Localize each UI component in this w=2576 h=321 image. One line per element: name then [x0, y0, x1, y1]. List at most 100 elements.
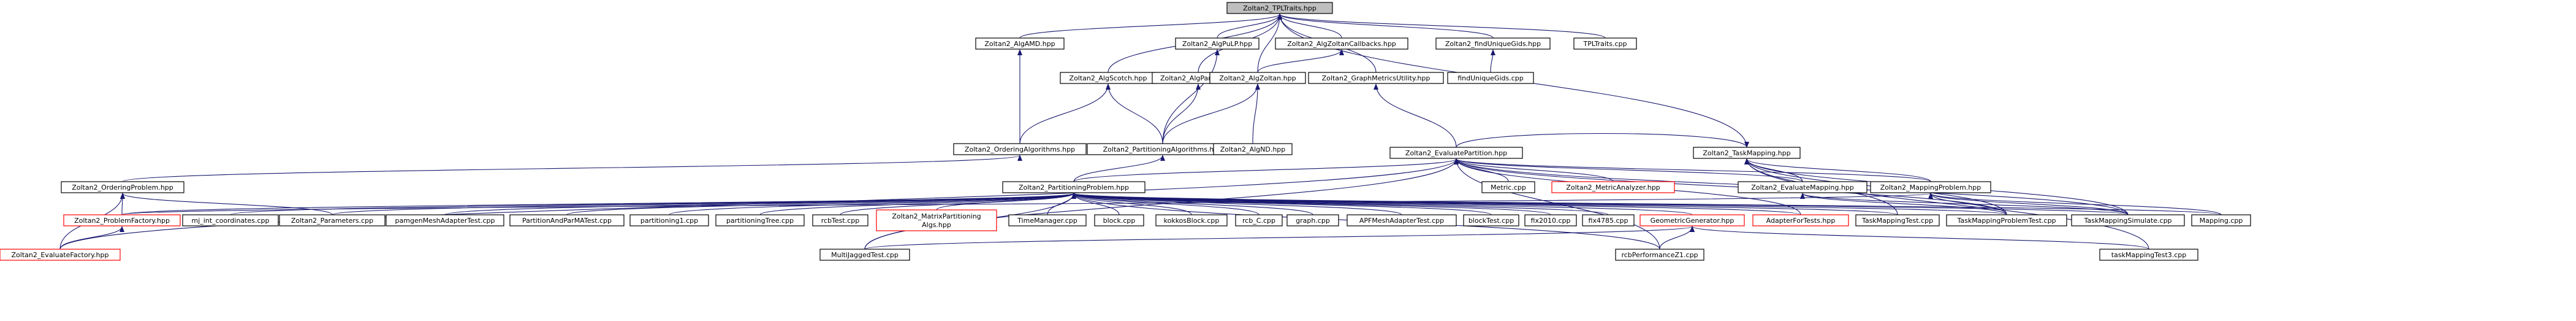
node-orderprob[interactable]: Zoltan2_OrderingProblem.hpp [61, 181, 184, 193]
node-algzoltancb[interactable]: Zoltan2_AlgZoltanCallbacks.hpp [1275, 37, 1408, 50]
node-partitioningtree[interactable]: partitioningTree.cpp [715, 214, 805, 226]
node-taskmappingprobtest[interactable]: TaskMappingProblemTest.cpp [1946, 214, 2067, 226]
node-probfactory[interactable]: Zoltan2_ProblemFactory.hpp [63, 214, 181, 226]
edge-taskmappingprobtest-to-mappingprob [1928, 193, 2007, 215]
node-label: Zoltan2_ProblemFactory.hpp [74, 217, 170, 225]
node-box [1175, 37, 1260, 50]
node-box [819, 249, 910, 261]
node-box [1094, 214, 1144, 226]
node-label: TaskMappingSimulate.cpp [2083, 217, 2171, 225]
node-root: Zoltan2_TPLTraits.hpp [1226, 2, 1333, 14]
node-partalgs[interactable]: Zoltan2_PartitioningAlgorithms.hpp [1087, 143, 1239, 155]
node-rcbc[interactable]: rcb_C.cpp [1235, 214, 1283, 226]
node-kokkosblock[interactable]: kokkosBlock.cpp [1155, 214, 1228, 226]
edge-mappingcpp-to-mappingprob [1928, 193, 2222, 215]
node-label: partitioningTree.cpp [726, 217, 794, 225]
node-algzoltan[interactable]: Zoltan2_AlgZoltan.hpp [1209, 72, 1306, 84]
node-evalmapping[interactable]: Zoltan2_EvaluateMapping.hpp [1738, 181, 1867, 193]
node-box [279, 214, 386, 226]
node-graph[interactable]: graph.cpp [1286, 214, 1339, 226]
node-label: Zoltan2_AlgND.hpp [1220, 145, 1286, 153]
node-label: PartitionAndParMATest.cpp [522, 217, 612, 225]
node-parameters[interactable]: Zoltan2_Parameters.cpp [279, 214, 386, 226]
node-box [812, 214, 868, 226]
node-box [1275, 37, 1408, 50]
node-fix2010[interactable]: fix2010.cpp [1524, 214, 1577, 226]
node-box [1693, 147, 1801, 159]
node-metriccpp[interactable]: Metric.cpp [1481, 181, 1535, 193]
node-taskmappingtest3[interactable]: taskMappingTest3.cpp [2099, 249, 2198, 261]
edge-taskmappingprobtest-to-evalmapping [1800, 193, 2007, 215]
node-label: MultiJaggedTest.cpp [831, 251, 899, 259]
node-box [629, 214, 709, 226]
node-box [1639, 214, 1745, 226]
node-box [1213, 143, 1293, 155]
node-label: Zoltan2_TPLTraits.hpp [1243, 4, 1316, 12]
node-box [1855, 214, 1940, 226]
node-label: fix2010.cpp [1531, 217, 1571, 225]
node-timemanager[interactable]: TimeManager.cpp [1008, 214, 1087, 226]
node-pamgen[interactable]: pamgenMeshAdapterTest.cpp [386, 214, 504, 226]
node-label: Zoltan2_MatrixPartitioning [892, 212, 981, 220]
node-tpltraitscpp[interactable]: TPLTraits.cpp [1573, 37, 1637, 50]
node-metricanalyzer[interactable]: Zoltan2_MetricAnalyzer.hpp [1551, 181, 1675, 193]
edge-taskmappingtest3-to-geomgen [1690, 226, 2149, 250]
node-box [876, 209, 997, 231]
node-label: Zoltan2_MetricAnalyzer.hpp [1566, 184, 1660, 191]
node-finduniqcpp[interactable]: findUniqueGids.cpp [1447, 72, 1534, 84]
node-multijagged[interactable]: MultiJaggedTest.cpp [819, 249, 910, 261]
node-fix4785[interactable]: fix4785.cpp [1582, 214, 1635, 226]
node-box [715, 214, 805, 226]
node-taskmappingtest[interactable]: TaskMappingTest.cpp [1855, 214, 1940, 226]
node-label: APFMeshAdapterTest.cpp [1359, 217, 1444, 225]
node-label: Mapping.cpp [2200, 217, 2243, 225]
edge-evalfactory-to-probfactory [59, 226, 124, 250]
node-block[interactable]: block.cpp [1094, 214, 1144, 226]
node-orderalgs[interactable]: Zoltan2_OrderingAlgorithms.hpp [953, 143, 1087, 155]
edge-parameters-to-partprob [332, 193, 1076, 215]
edge-partprob-to-partalgs [1073, 155, 1165, 182]
node-mappingcpp[interactable]: Mapping.cpp [2191, 214, 2251, 226]
node-geomgen[interactable]: GeometricGenerator.hpp [1639, 214, 1745, 226]
node-algnd[interactable]: Zoltan2_AlgND.hpp [1213, 143, 1293, 155]
node-algscotch[interactable]: Zoltan2_AlgScotch.hpp [1060, 72, 1157, 84]
edge-geomgen-to-partprob [1071, 193, 1693, 215]
node-label: graph.cpp [1296, 217, 1330, 225]
node-taskmappingsim[interactable]: TaskMappingSimulate.cpp [2071, 214, 2185, 226]
edge-finduniq-to-root [1277, 14, 1494, 39]
node-label: Zoltan2_EvaluateMapping.hpp [1751, 184, 1854, 191]
node-rcbperf[interactable]: rcbPerformanceZ1.cpp [1615, 249, 1704, 261]
node-label: taskMappingTest3.cpp [2111, 251, 2187, 259]
node-blocktest[interactable]: blockTest.cpp [1463, 214, 1519, 226]
node-label: Algs.hpp [922, 221, 951, 229]
node-mjint[interactable]: mj_int_coordinates.cpp [182, 214, 279, 226]
node-apfmesh[interactable]: APFMeshAdapterTest.cpp [1347, 214, 1457, 226]
node-label: Zoltan2_AlgScotch.hpp [1070, 74, 1147, 82]
edge-algzoltan-to-algzoltancb [1257, 49, 1344, 73]
node-partitioning1[interactable]: partitioning1.cpp [629, 214, 709, 226]
edge-evalpart-to-graphmetrics [1373, 83, 1457, 148]
node-adapterfortests[interactable]: AdapterForTests.hpp [1752, 214, 1849, 226]
node-label: pamgenMeshAdapterTest.cpp [395, 217, 495, 225]
node-algamd[interactable]: Zoltan2_AlgAMD.hpp [975, 37, 1065, 50]
node-box [63, 214, 181, 226]
node-graphmetrics[interactable]: Zoltan2_GraphMetricsUtility.hpp [1308, 72, 1444, 84]
node-evalpart[interactable]: Zoltan2_EvaluatePartition.hpp [1389, 147, 1523, 159]
node-label: Zoltan2_AlgZoltanCallbacks.hpp [1287, 40, 1396, 48]
edge-tpltraitscpp-to-root [1277, 14, 1606, 39]
node-partprob[interactable]: Zoltan2_PartitioningProblem.hpp [1002, 181, 1146, 193]
node-evalfactory[interactable]: Zoltan2_EvaluateFactory.hpp [0, 249, 121, 261]
node-algpulp[interactable]: Zoltan2_AlgPuLP.hpp [1175, 37, 1260, 50]
edge-partitioningtree-to-partprob [759, 193, 1076, 215]
edge-multijagged-to-geomgen [864, 226, 1695, 250]
node-box [0, 249, 121, 261]
node-partparma[interactable]: PartitionAndParMATest.cpp [509, 214, 625, 226]
node-mappingprob[interactable]: Zoltan2_MappingProblem.hpp [1870, 181, 1991, 193]
node-label: block.cpp [1103, 217, 1136, 225]
node-finduniq[interactable]: Zoltan2_findUniqueGids.hpp [1435, 37, 1551, 50]
edge-algamd-to-root [1019, 14, 1282, 39]
node-taskmapping[interactable]: Zoltan2_TaskMapping.hpp [1693, 147, 1801, 159]
node-rcbtest[interactable]: rcbTest.cpp [812, 214, 868, 226]
edges-layer [59, 14, 2222, 250]
